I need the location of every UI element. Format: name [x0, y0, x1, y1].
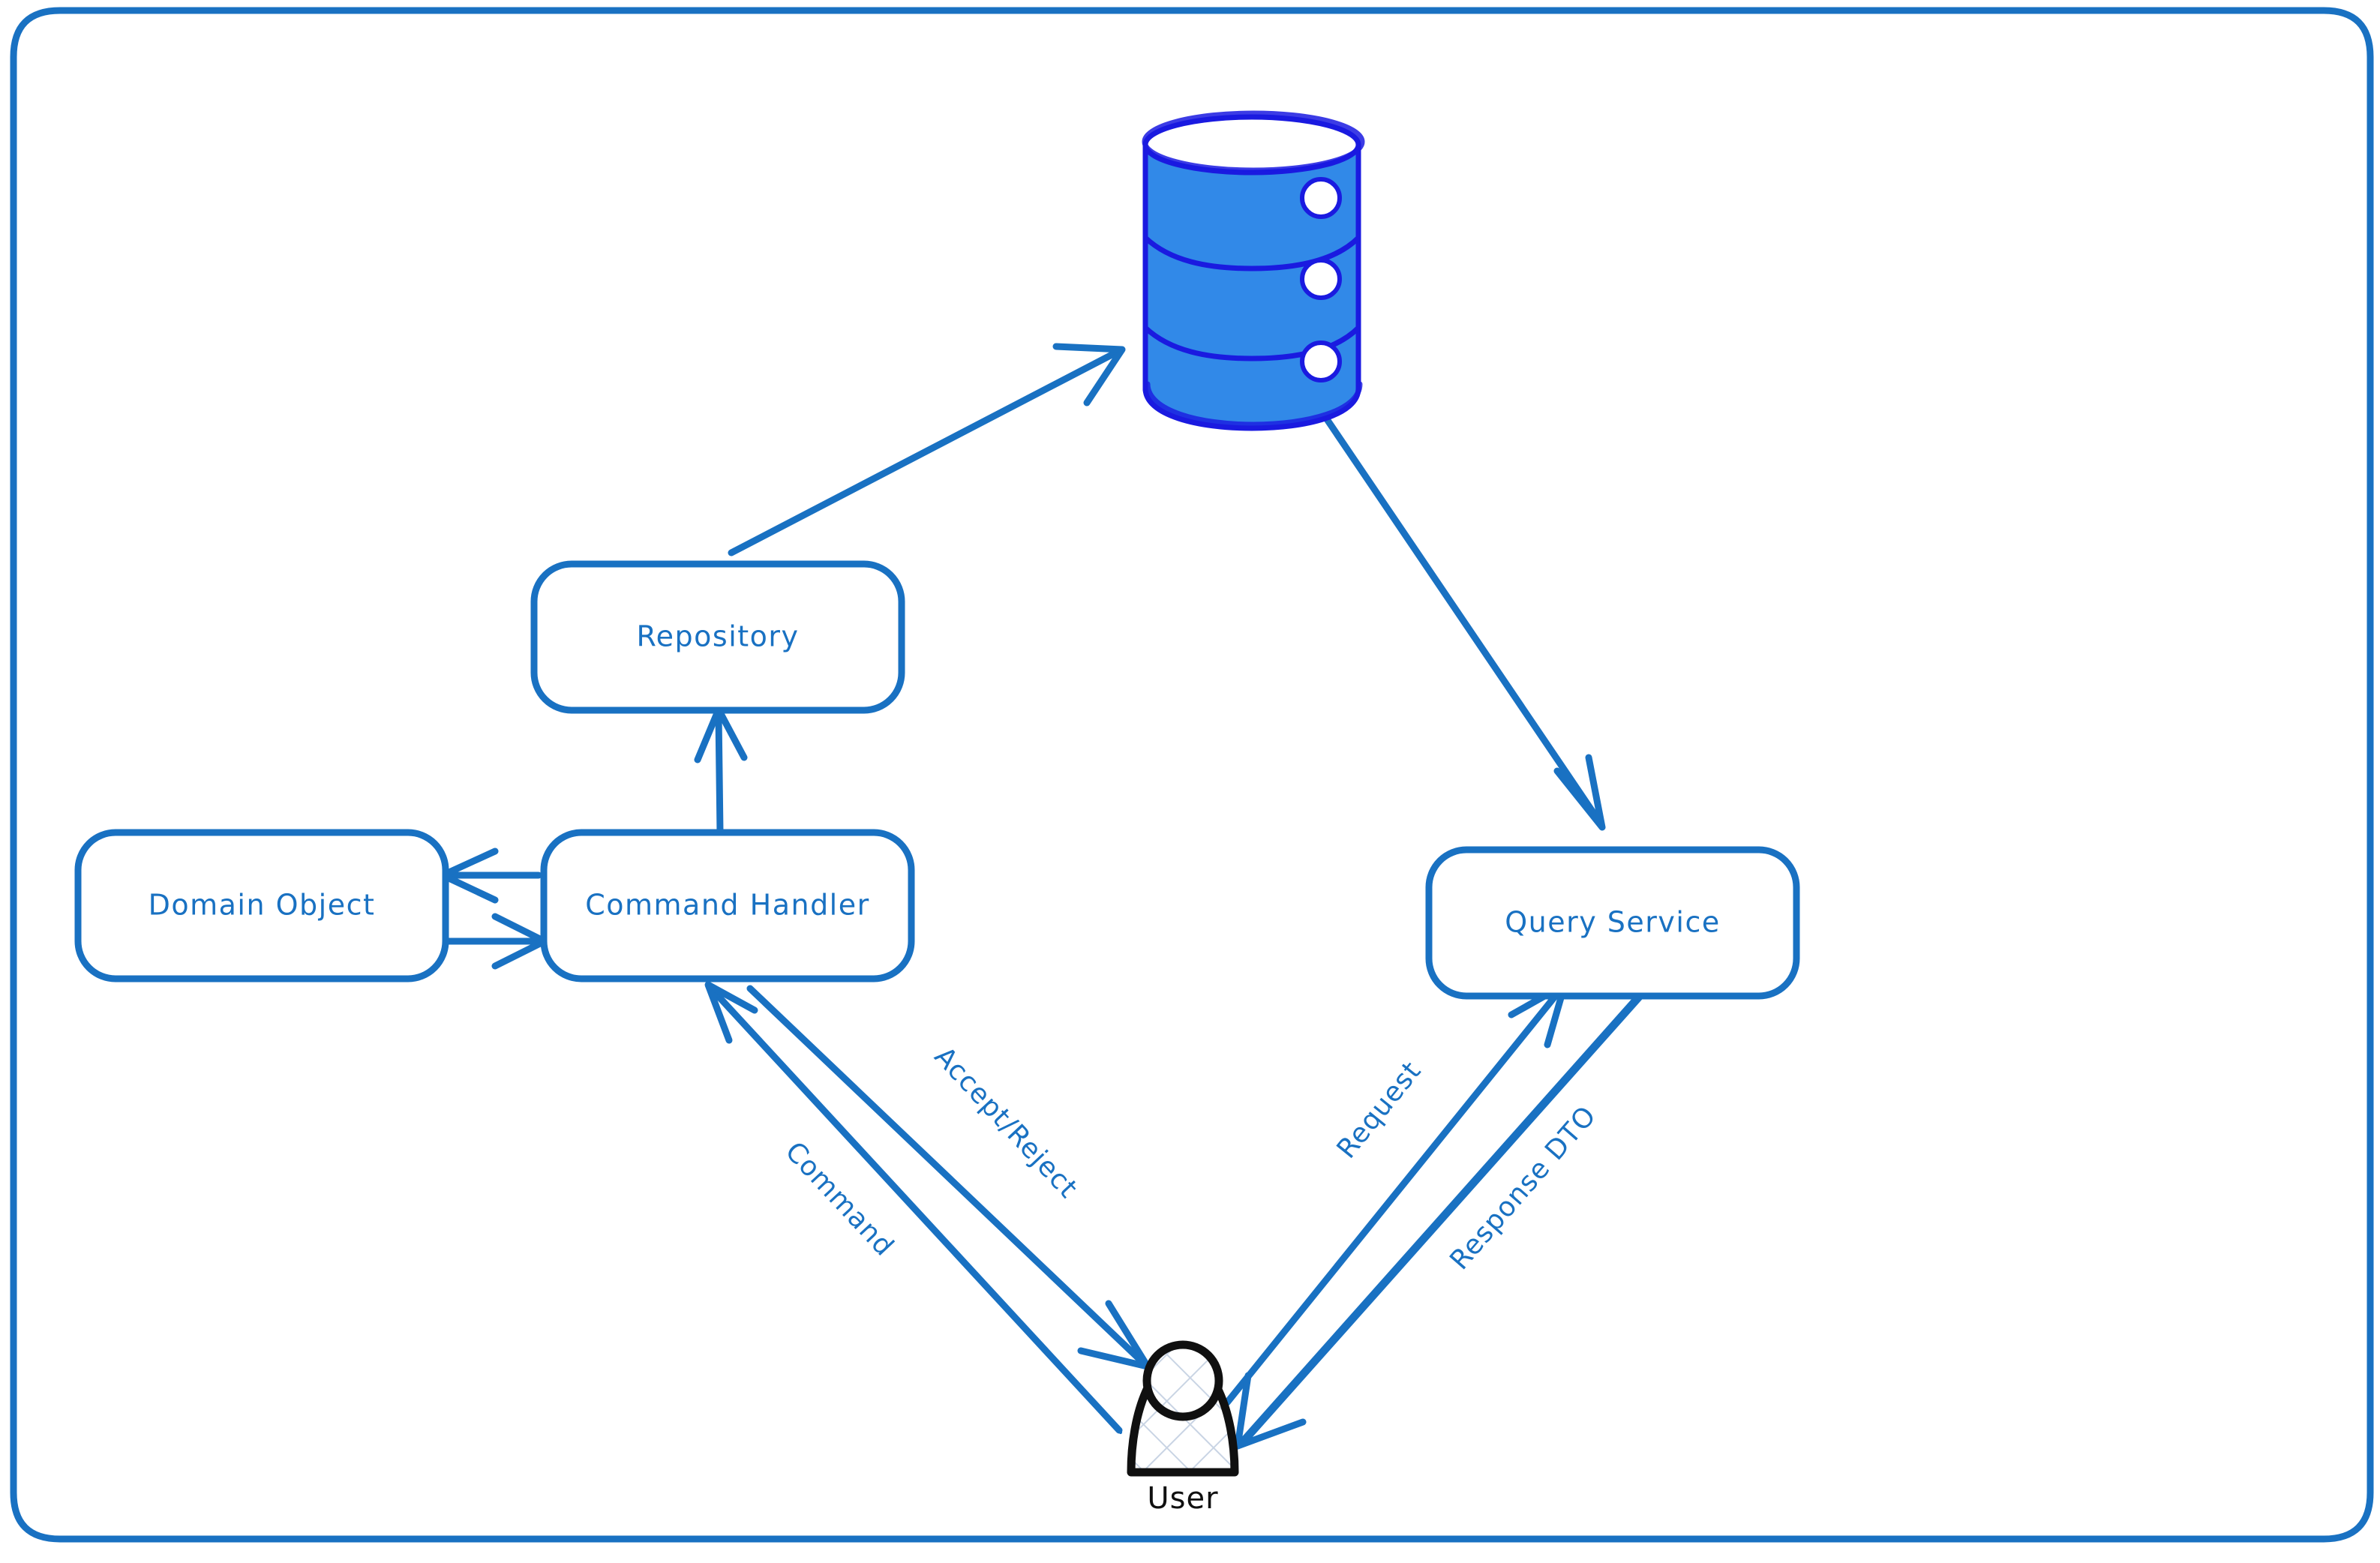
node-domain-object[interactable]: Domain Object [74, 829, 449, 982]
database-indicator-lights [1300, 177, 1342, 382]
edge-repository-to-database [728, 343, 1126, 556]
node-command-handler[interactable]: Command Handler [540, 829, 915, 982]
node-repository[interactable]: Repository [530, 560, 905, 714]
edge-domain-object-to-command-handler [445, 913, 548, 970]
edge-user-to-command-handler [704, 981, 1123, 1434]
node-user-actor[interactable]: User [1127, 1340, 1239, 1516]
node-query-service[interactable]: Query Service [1425, 846, 1800, 1000]
node-query-service-label: Query Service [1505, 906, 1721, 939]
edge-query-service-to-user [1234, 984, 1650, 1450]
diagram-frame [10, 7, 2374, 1543]
edge-label-command-text: Command [779, 1136, 900, 1262]
node-user-label: User [1147, 1481, 1218, 1516]
edge-database-to-query-service [1307, 392, 1606, 831]
edge-command-handler-to-domain-object [439, 848, 542, 904]
edge-label-request: Request [1331, 1056, 1427, 1165]
node-repository-label: Repository [636, 620, 799, 653]
node-command-handler-label: Command Handler [585, 889, 870, 922]
edge-label-command: Command [779, 1136, 900, 1262]
node-domain-object-label: Domain Object [149, 889, 376, 922]
edge-command-handler-to-repository [694, 706, 748, 836]
database-cylinder-node[interactable] [1142, 110, 1365, 431]
edge-label-request-text: Request [1331, 1056, 1427, 1165]
